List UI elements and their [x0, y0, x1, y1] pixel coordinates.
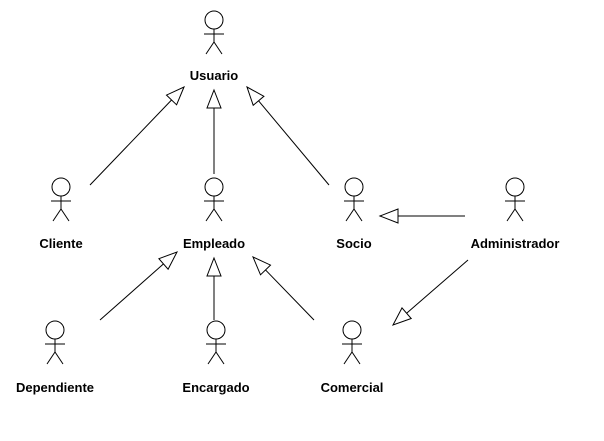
- actor-head: [204, 10, 224, 30]
- actor-left-leg: [52, 208, 62, 222]
- actor-right-leg: [353, 208, 363, 222]
- actor-administrador: Administrador: [471, 177, 560, 251]
- generalization-empleado-to-usuario: [206, 88, 222, 174]
- arrow-line: [258, 100, 330, 186]
- stick-figure-icon: [51, 177, 71, 222]
- stick-figure-icon: [206, 320, 226, 365]
- actor-label: Socio: [336, 236, 371, 251]
- actor-right-leg: [351, 351, 361, 365]
- actor-left-leg: [205, 41, 215, 55]
- actor-label: Usuario: [190, 68, 238, 83]
- stick-figure-icon: [204, 10, 224, 55]
- arrow-line: [89, 99, 172, 186]
- actor-right-leg: [213, 41, 223, 55]
- stick-figure-icon: [204, 177, 224, 222]
- generalization-arrows: [89, 85, 469, 326]
- actor-label: Administrador: [471, 236, 560, 251]
- hollow-triangle-arrowhead-icon: [246, 85, 265, 107]
- actor-dependiente: Dependiente: [16, 320, 94, 395]
- actor-label: Dependiente: [16, 380, 94, 395]
- stick-figure-icon: [342, 320, 362, 365]
- actor-empleado: Empleado: [183, 177, 245, 251]
- hollow-triangle-arrowhead-icon: [158, 251, 179, 271]
- actor-label: Comercial: [321, 380, 384, 395]
- generalization-cliente-to-usuario: [89, 86, 185, 186]
- actor-head: [204, 177, 224, 197]
- actor-left-leg: [343, 351, 353, 365]
- hollow-triangle-arrowhead-icon: [206, 256, 222, 277]
- stick-figure-icon: [505, 177, 525, 222]
- arrow-line: [406, 259, 469, 314]
- hollow-triangle-arrowhead-icon: [391, 307, 413, 326]
- actor-head: [51, 177, 71, 197]
- actor-left-leg: [207, 351, 217, 365]
- actor-right-leg: [54, 351, 64, 365]
- actor-cliente: Cliente: [39, 177, 83, 251]
- generalization-socio-to-usuario: [246, 85, 330, 186]
- actor-right-leg: [514, 208, 524, 222]
- actor-right-leg: [213, 208, 223, 222]
- stick-figure-icon: [344, 177, 364, 222]
- generalization-administrador-to-comercial: [391, 259, 469, 326]
- actor-label: Encargado: [182, 380, 249, 395]
- actor-comercial: Comercial: [321, 320, 384, 395]
- actor-left-leg: [345, 208, 355, 222]
- generalization-encargado-to-empleado: [206, 256, 222, 320]
- hollow-triangle-arrowhead-icon: [252, 256, 272, 276]
- arrow-line: [99, 263, 164, 321]
- actor-label: Empleado: [183, 236, 245, 251]
- actor-head: [344, 177, 364, 197]
- hollow-triangle-arrowhead-icon: [206, 88, 222, 109]
- generalization-dependiente-to-empleado: [99, 251, 179, 321]
- generalization-comercial-to-empleado: [252, 256, 315, 321]
- generalization-administrador-to-socio: [378, 208, 465, 224]
- actor-label: Cliente: [39, 236, 82, 251]
- actor-left-leg: [205, 208, 215, 222]
- actor-head: [342, 320, 362, 340]
- actor-head: [206, 320, 226, 340]
- actor-left-leg: [506, 208, 516, 222]
- actor-head: [45, 320, 65, 340]
- actor-head: [505, 177, 525, 197]
- arrow-line: [265, 269, 315, 321]
- actor-socio: Socio: [336, 177, 372, 251]
- actor-right-leg: [215, 351, 225, 365]
- actor-right-leg: [60, 208, 70, 222]
- actor-encargado: Encargado: [182, 320, 250, 395]
- hollow-triangle-arrowhead-icon: [165, 86, 185, 106]
- stick-figure-icon: [45, 320, 65, 365]
- actor-left-leg: [46, 351, 56, 365]
- actor-usuario: Usuario: [190, 10, 238, 83]
- hollow-triangle-arrowhead-icon: [378, 208, 399, 224]
